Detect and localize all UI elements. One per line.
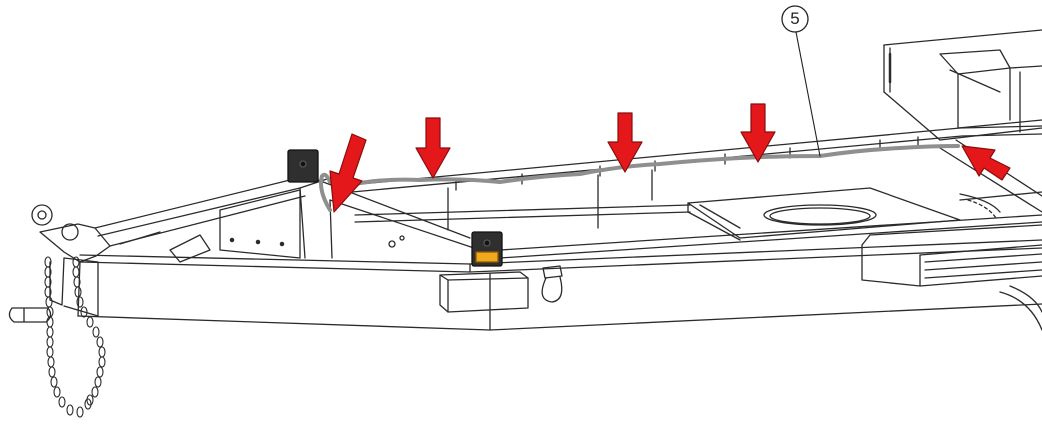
red-arrow-icon [740,103,776,163]
clearance-light-icon [287,149,319,183]
red-arrow-icon [329,133,367,213]
red-arrows [329,103,1011,213]
side-marker-light-icon [471,231,503,267]
wiring-harness [319,144,960,212]
callout-label: 5 [790,9,800,28]
d-ring [541,265,563,303]
fender [861,193,1042,287]
wheel [999,285,1042,331]
tongue-a-frame [94,177,481,263]
junction-box [439,271,529,313]
red-arrow-icon [607,112,643,173]
rear-deck-structure [883,29,1042,141]
red-arrow-icon [415,117,451,179]
cross-members [354,191,1042,259]
safety-chains [44,256,106,418]
red-arrow-icon [961,145,1011,181]
coupler [8,204,111,323]
main-frame-beam [77,239,1042,331]
callout-leader-line [795,31,821,157]
callout-circle-icon [781,5,821,157]
